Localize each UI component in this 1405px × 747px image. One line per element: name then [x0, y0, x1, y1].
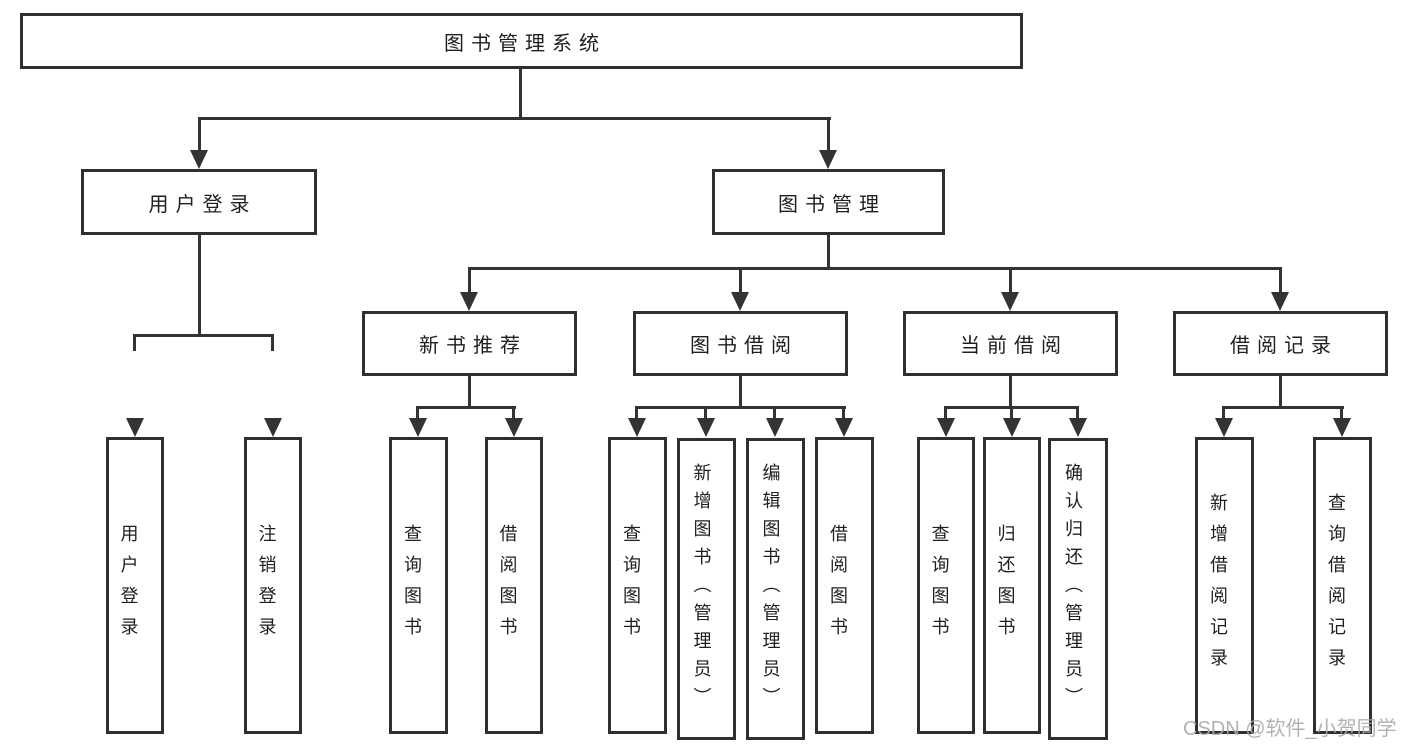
leaf-query-books-current: 查询图书: [917, 437, 975, 734]
leaf-label: 归还图书: [995, 523, 1016, 648]
connector: [1076, 406, 1079, 422]
node-library-management-system: 图书管理系统: [20, 13, 1023, 69]
arrow-down-icon: [505, 418, 523, 437]
leaf-label: 查询图书: [929, 523, 950, 648]
connector: [519, 69, 522, 119]
arrow-down-icon: [628, 418, 646, 437]
connector: [1279, 376, 1282, 408]
connector: [1279, 267, 1282, 294]
leaf-label: 查询图书: [621, 523, 641, 648]
node-new-book-recommendation: 新书推荐: [362, 311, 577, 376]
connector: [635, 406, 846, 409]
arrow-down-icon: [1333, 418, 1351, 437]
leaf-label: 用户登录: [118, 523, 139, 648]
connector: [468, 376, 471, 408]
node-borrowing-records: 借阅记录: [1173, 311, 1388, 376]
arrow-down-icon: [819, 150, 837, 169]
node-current-borrowing: 当前借阅: [903, 311, 1118, 376]
node-label: 图书管理系统: [444, 32, 606, 55]
connector: [133, 334, 136, 351]
connector: [1009, 267, 1012, 294]
node-book-borrowing: 图书借阅: [633, 311, 848, 376]
leaf-edit-book-admin: 编辑图书（管理员）: [746, 438, 805, 740]
connector: [773, 406, 776, 422]
connector: [198, 117, 831, 120]
arrow-down-icon: [835, 418, 853, 437]
arrow-down-icon: [766, 418, 784, 437]
connector: [1010, 406, 1013, 422]
arrow-down-icon: [697, 418, 715, 437]
connector: [1222, 406, 1225, 422]
connector: [944, 406, 947, 422]
connector: [1340, 406, 1343, 422]
csdn-watermark: CSDN @软件_小贺同学: [1183, 718, 1397, 740]
connector: [416, 406, 419, 422]
node-label: 图书管理: [778, 193, 886, 216]
connector: [416, 406, 516, 409]
leaf-label: 新增图书（管理员）: [691, 463, 712, 715]
arrow-down-icon: [1003, 418, 1021, 437]
leaf-label: 借阅图书: [828, 523, 848, 648]
connector: [271, 334, 274, 351]
connector: [1222, 406, 1344, 409]
leaf-user-login: 用户登录: [106, 437, 164, 734]
connector: [827, 235, 830, 269]
arrow-down-icon: [1001, 292, 1019, 311]
connector: [512, 406, 515, 422]
leaf-query-books-borrowing: 查询图书: [608, 437, 667, 734]
arrow-down-icon: [126, 418, 144, 437]
arrow-down-icon: [460, 292, 478, 311]
connector: [133, 334, 274, 337]
leaf-label: 新增借阅记录: [1208, 492, 1228, 679]
leaf-confirm-return-admin: 确认归还（管理员）: [1048, 438, 1108, 740]
leaf-label: 借阅图书: [497, 523, 518, 648]
arrow-down-icon: [1271, 292, 1289, 311]
connector: [635, 406, 638, 422]
leaf-add-borrow-record: 新增借阅记录: [1195, 437, 1254, 734]
connector: [1009, 376, 1012, 408]
node-label: 图书借阅: [690, 335, 798, 357]
leaf-label: 查询图书: [402, 523, 422, 648]
leaf-query-borrow-record: 查询借阅记录: [1313, 437, 1372, 734]
leaf-borrow-books: 借阅图书: [815, 437, 874, 734]
leaf-label: 编辑图书（管理员）: [760, 463, 781, 715]
connector: [198, 117, 201, 153]
connector: [827, 117, 830, 153]
leaf-label: 注销登录: [256, 523, 277, 648]
connector: [198, 233, 201, 336]
arrow-down-icon: [937, 418, 955, 437]
node-label: 借阅记录: [1230, 335, 1338, 357]
connector: [468, 267, 471, 294]
leaf-query-books-recommend: 查询图书: [389, 437, 448, 734]
node-label: 新书推荐: [419, 335, 527, 357]
leaf-borrow-books-recommend: 借阅图书: [485, 437, 543, 734]
connector: [842, 406, 845, 422]
arrow-down-icon: [1069, 418, 1087, 437]
leaf-label: 查询借阅记录: [1326, 492, 1346, 679]
arrow-down-icon: [264, 418, 282, 437]
connector: [739, 267, 742, 294]
connector: [468, 267, 1282, 270]
connector: [739, 376, 742, 408]
node-book-management: 图书管理: [712, 169, 945, 235]
arrow-down-icon: [731, 292, 749, 311]
node-user-login: 用户登录: [81, 169, 317, 235]
arrow-down-icon: [1215, 418, 1233, 437]
leaf-logout: 注销登录: [244, 437, 302, 734]
arrow-down-icon: [190, 150, 208, 169]
node-label: 当前借阅: [960, 335, 1068, 357]
connector: [704, 406, 707, 422]
leaf-return-book: 归还图书: [983, 437, 1041, 734]
node-label: 用户登录: [148, 193, 257, 216]
arrow-down-icon: [409, 418, 427, 437]
leaf-label: 确认归还（管理员）: [1063, 463, 1083, 715]
leaf-add-book-admin: 新增图书（管理员）: [677, 438, 736, 740]
